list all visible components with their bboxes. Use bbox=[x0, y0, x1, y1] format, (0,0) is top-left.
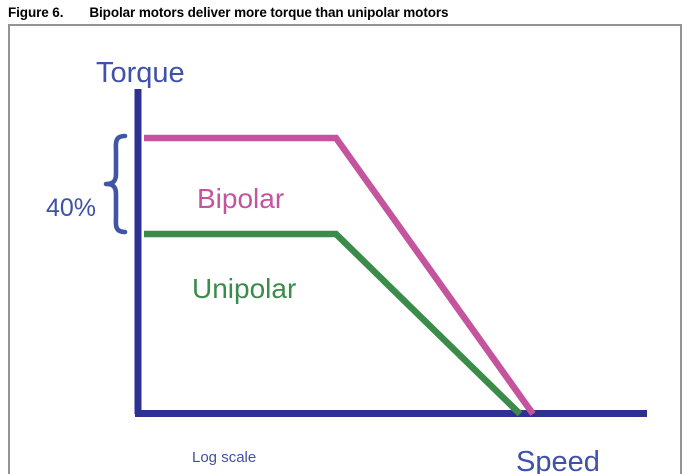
figure-frame: Torque Speed Log scale 40% Bipolar Unipo… bbox=[8, 24, 682, 474]
unipolar-curve bbox=[144, 230, 523, 417]
bipolar-series-label: Bipolar bbox=[197, 183, 285, 214]
torque-speed-chart bbox=[103, 89, 647, 417]
x-axis-scale-note: Log scale bbox=[192, 449, 257, 466]
delta-percentage-label: 40% bbox=[46, 194, 97, 222]
figure-caption: Figure 6. Bipolar motors deliver more to… bbox=[0, 0, 690, 24]
bipolar-curve bbox=[144, 134, 536, 416]
figure-caption-number: Figure 6. bbox=[8, 4, 64, 20]
delta-brace bbox=[103, 133, 128, 235]
unipolar-series-label: Unipolar bbox=[192, 273, 297, 304]
figure-caption-title: Bipolar motors deliver more torque than … bbox=[89, 4, 449, 20]
y-axis-label: Torque bbox=[96, 57, 185, 89]
x-axis-label: Speed bbox=[516, 446, 600, 474]
